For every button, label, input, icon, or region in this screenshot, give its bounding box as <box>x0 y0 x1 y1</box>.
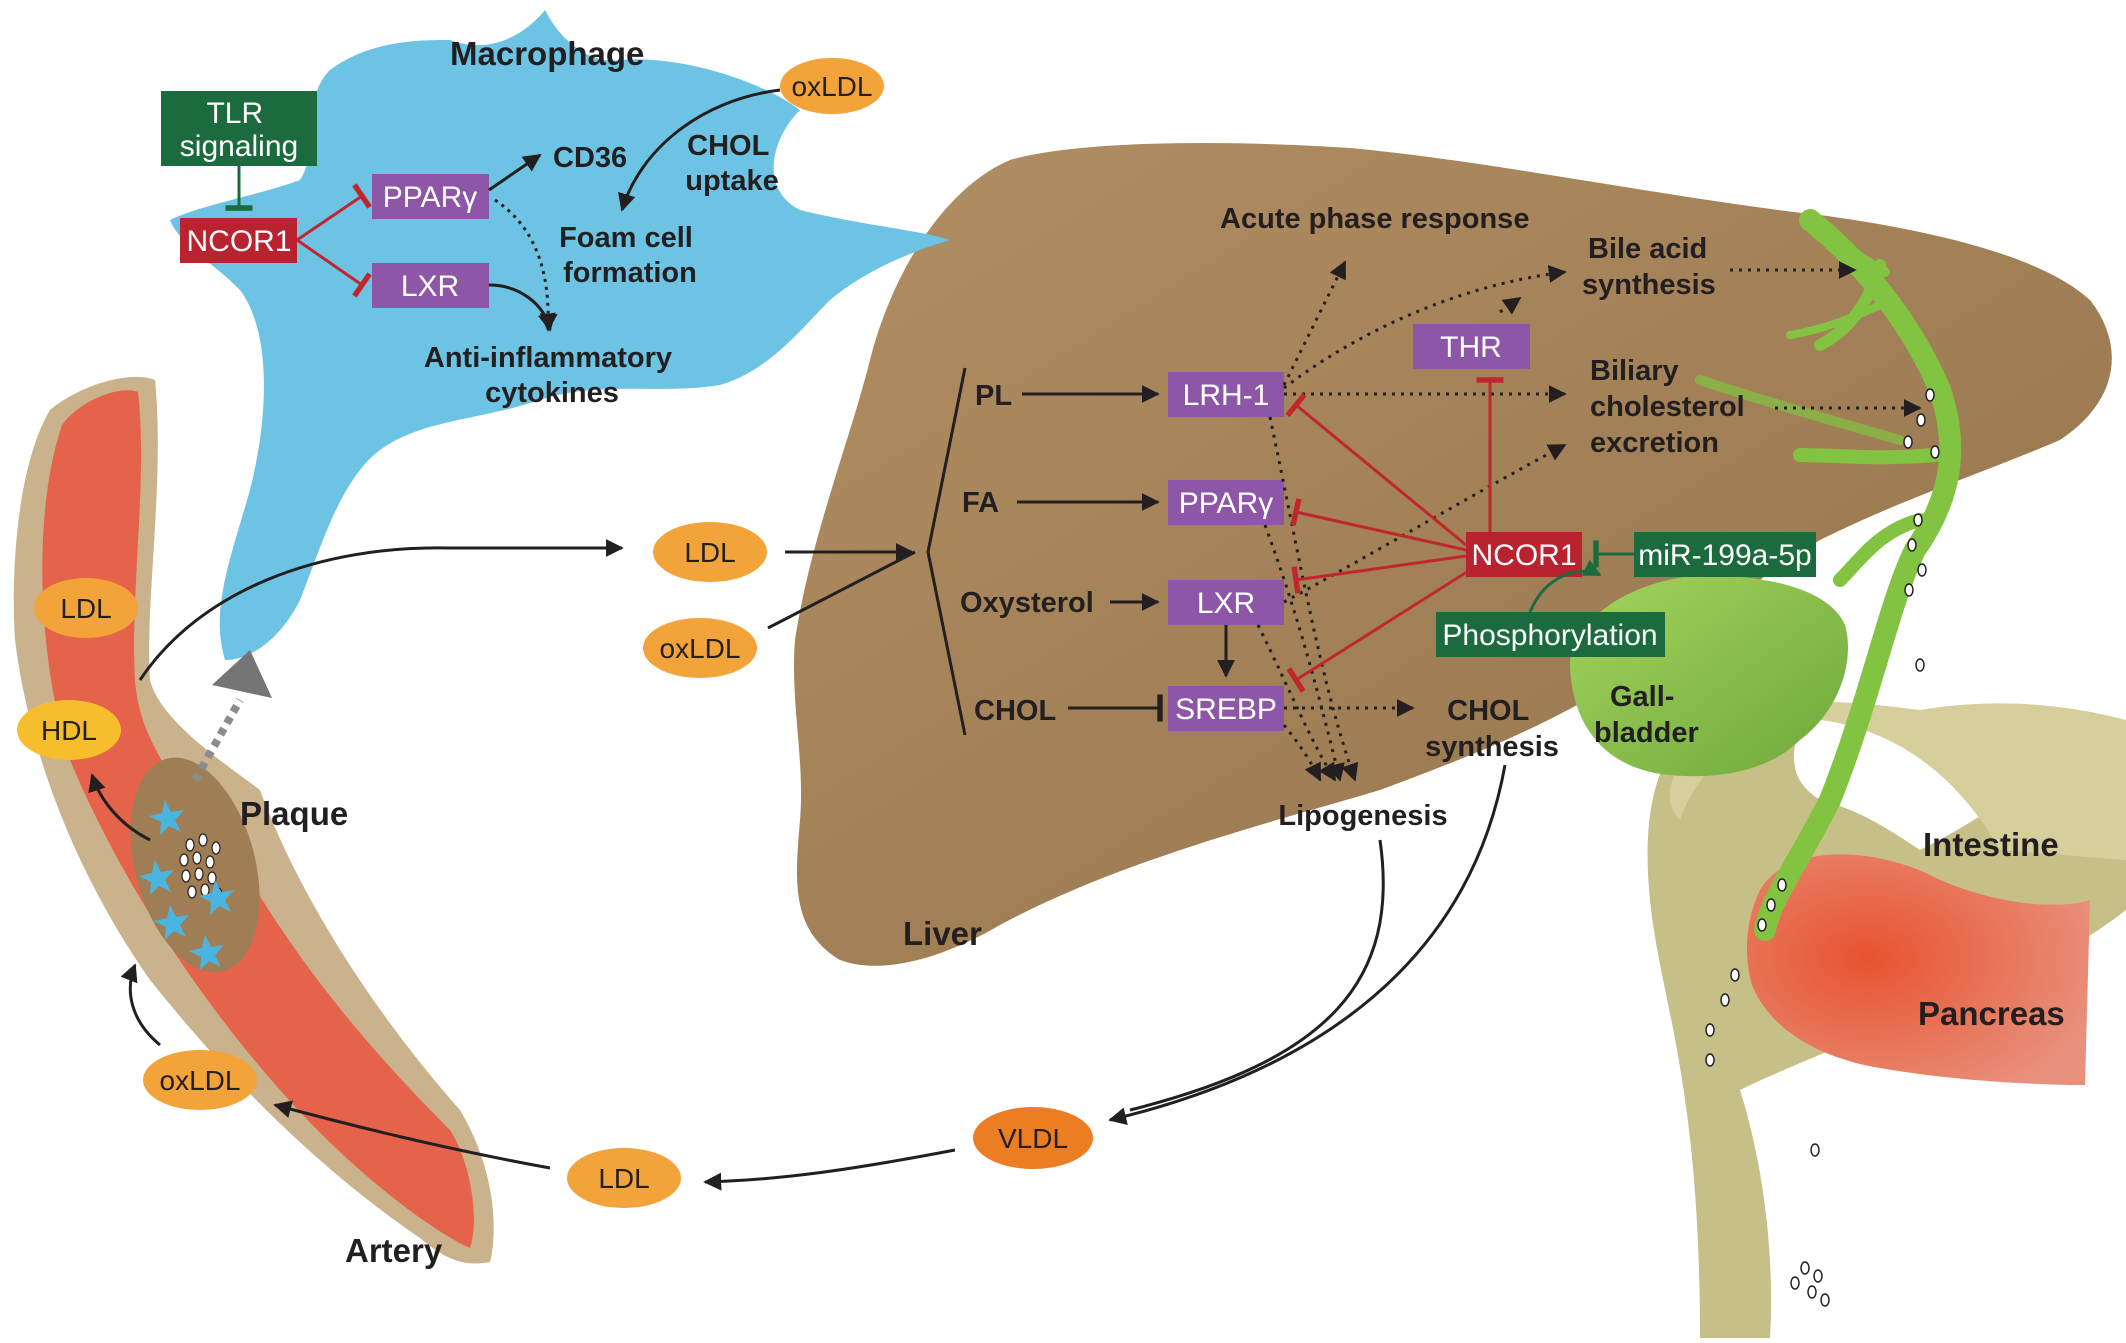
pl-label: PL <box>975 380 1012 412</box>
bile-duct-particles <box>1705 388 1940 1307</box>
hdl-artery-label: HDL <box>41 715 97 746</box>
ldl-bottom-oval <box>567 1148 681 1208</box>
fa-label: FA <box>962 487 999 519</box>
oxldl-macrophage-oval <box>780 58 884 114</box>
lxr-liver-label: LXR <box>1197 587 1255 620</box>
plaque-to-macrophage-arrowhead <box>212 650 272 698</box>
lxr-to-cytokines-arrow <box>488 283 556 332</box>
oxldl-artery-label: oxLDL <box>160 1065 241 1096</box>
macrophage-label: Macrophage <box>450 35 644 72</box>
ppar-to-cd36-arrow <box>488 153 542 192</box>
oxldl-to-plaque-arrow <box>120 963 161 1047</box>
liver-label: Liver <box>903 915 982 952</box>
ldl-artery-oval <box>34 578 138 638</box>
ldl-center-label: LDL <box>684 537 735 568</box>
bile-acid-synthesis-label: Bile acid synthesis <box>1582 233 1716 301</box>
plaque-to-hdl-arrow <box>88 773 151 842</box>
biliary-cholesterol-excretion-label: Biliary cholesterol excretion <box>1590 355 1753 459</box>
ppar-liver-label: PPARγ <box>1179 487 1273 520</box>
ncor1-inhibition-lines <box>1285 377 1504 693</box>
ldl-center-oval <box>653 522 767 582</box>
ldl-artery-label: LDL <box>60 593 111 624</box>
vldl-oval <box>973 1107 1093 1169</box>
acute-phase-response-label: Acute phase response <box>1220 203 1529 235</box>
foam-cell-formation-label: Foam cell formation <box>559 222 701 289</box>
ppar-macrophage-label: PPARγ <box>383 181 477 214</box>
oxldl-center-oval <box>643 618 757 678</box>
artery-lumen <box>42 390 474 1248</box>
ncor1-liver-box <box>1466 532 1582 577</box>
pancreas-shape <box>1746 854 2090 1085</box>
ldl-bottom-label: LDL <box>598 1163 649 1194</box>
lipogenesis-to-vldl-arrow <box>1129 839 1385 1112</box>
lrh1-dotted-pathways <box>1256 260 1922 782</box>
chol-input-label: CHOL <box>974 695 1056 727</box>
gallbladder-label: Gall- bladder <box>1594 681 1699 749</box>
lxr-macrophage-box <box>372 263 489 308</box>
mir199a-label: miR-199a-5p <box>1638 539 1811 572</box>
tlr-signaling-box <box>161 91 317 166</box>
artery-label: Artery <box>345 1232 443 1269</box>
foam-cell-stars <box>139 800 234 970</box>
input-bracket <box>926 367 967 736</box>
thr-label: THR <box>1440 331 1502 364</box>
ppar-liver-box <box>1168 480 1284 525</box>
oxldl-macrophage-label: oxLDL <box>792 71 873 102</box>
chol-synthesis-to-vldl-arrow <box>1108 764 1507 1125</box>
lrh1-label: LRH-1 <box>1183 379 1270 412</box>
vldl-to-ldl-arrow <box>703 1148 956 1191</box>
oxldl-uptake-arrow <box>618 88 781 212</box>
oxldl-artery-oval <box>143 1050 257 1110</box>
artery-to-ldl-arrow <box>138 539 624 681</box>
plaque-label: Plaque <box>240 795 348 832</box>
thr-box <box>1413 324 1530 369</box>
liver-shape <box>793 143 2112 966</box>
chol-synthesis-label: CHOL synthesis <box>1425 695 1559 763</box>
ppar-macrophage-box <box>372 174 489 219</box>
vldl-label: VLDL <box>998 1123 1068 1154</box>
ncor1-inhibits-ppar-macrophage <box>296 183 372 242</box>
ncor1-liver-label: NCOR1 <box>1471 539 1576 572</box>
intestine-loop <box>1669 701 2126 860</box>
oxldl-center-label: oxLDL <box>660 633 741 664</box>
lrh1-box <box>1168 372 1284 417</box>
macrophage-shape <box>170 10 950 660</box>
srebp-label: SREBP <box>1175 693 1277 726</box>
tlr-signaling-label: TLR signaling <box>180 97 298 163</box>
hdl-artery-oval <box>17 700 121 760</box>
intestine-label: Intestine <box>1923 826 2059 863</box>
phosphorylation-label: Phosphorylation <box>1442 619 1657 652</box>
plaque-to-macrophage-dashed <box>191 698 244 782</box>
oxldl-to-liver-line <box>767 550 916 630</box>
cd36-label: CD36 <box>553 142 627 174</box>
lxr-macrophage-label: LXR <box>401 270 459 303</box>
srebp-box <box>1168 686 1284 731</box>
phosphorylation-box <box>1436 612 1665 657</box>
anti-inflammatory-cytokines-label: Anti-inflammatory cytokines <box>424 342 680 409</box>
pancreas-label: Pancreas <box>1918 995 2065 1032</box>
chol-uptake-label: CHOL uptake <box>685 130 778 197</box>
lipogenesis-label: Lipogenesis <box>1278 800 1447 832</box>
ncor1-macrophage-label: NCOR1 <box>186 225 291 258</box>
oxysterol-label: Oxysterol <box>960 587 1094 619</box>
phosphorylation-to-ncor1-arrow <box>1528 559 1602 613</box>
lxr-liver-box <box>1168 580 1284 625</box>
ncor1-macrophage-box <box>180 218 297 263</box>
ldl-to-oxldl-arrow <box>273 1100 551 1170</box>
ncor1-inhibits-lxr-macrophage <box>296 238 372 298</box>
mir199a-box <box>1634 532 1816 577</box>
